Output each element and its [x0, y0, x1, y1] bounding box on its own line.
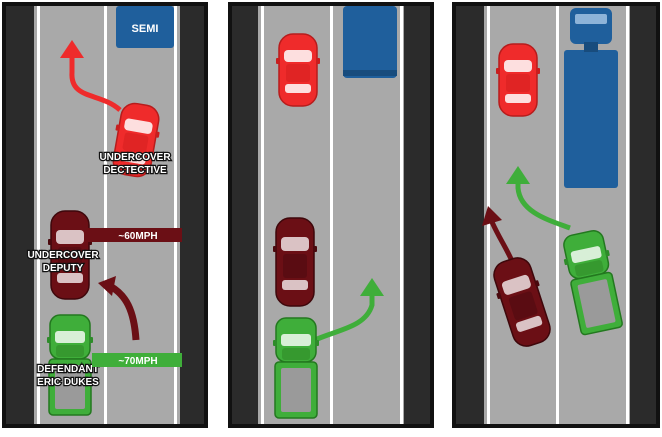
arrow-icon	[515, 180, 571, 231]
red-car-icon	[495, 43, 541, 117]
label-undercover-deputy-2: DEPUTY	[43, 263, 84, 274]
arrow-icon	[69, 52, 122, 112]
lane-line-right	[626, 6, 629, 424]
label-undercover-detective-2: DECTECTIVE	[103, 165, 167, 176]
green-pickup-icon	[272, 317, 320, 419]
panel-2	[228, 2, 434, 428]
panel-3	[452, 2, 660, 428]
lane-line-center	[556, 6, 559, 424]
red-car-icon	[275, 33, 321, 107]
lane-line-center	[330, 6, 333, 424]
maroon-car-icon	[272, 217, 318, 307]
lane-line-right	[400, 6, 403, 424]
arrow-icon	[108, 282, 140, 341]
label-undercover-deputy-1: UNDERCOVER	[27, 250, 99, 261]
speed-defendant: ~70MPH	[118, 356, 157, 367]
semi-truck-icon: SEMI	[116, 6, 174, 48]
arrow-head-icon	[482, 206, 502, 226]
semi-truck-icon	[343, 6, 397, 78]
arrow-head-icon	[60, 40, 84, 58]
arrow-head-icon	[98, 276, 116, 296]
lane-line-left	[37, 6, 40, 424]
lane-line-right	[174, 6, 177, 424]
label-defendant-1: DEFENDANT	[37, 364, 99, 375]
label-undercover-detective-1: UNDERCOVER	[99, 152, 171, 163]
semi-label: SEMI	[132, 23, 159, 35]
semi-truck-icon	[564, 8, 618, 188]
lane-line-left	[261, 6, 264, 424]
lane-line-center	[104, 6, 107, 424]
speed-badge-deputy: ~60MPH	[88, 228, 182, 242]
speed-deputy: ~60MPH	[118, 231, 157, 242]
label-defendant-2: ERIC DUKES	[37, 377, 99, 388]
speed-badge-defendant: ~70MPH	[92, 353, 182, 367]
arrow-head-icon	[506, 166, 530, 184]
arrow-head-icon	[360, 278, 384, 296]
panel-1: SEMI UNDERCOVER DECTECTIVE UNDERCOVER DE…	[2, 2, 208, 428]
